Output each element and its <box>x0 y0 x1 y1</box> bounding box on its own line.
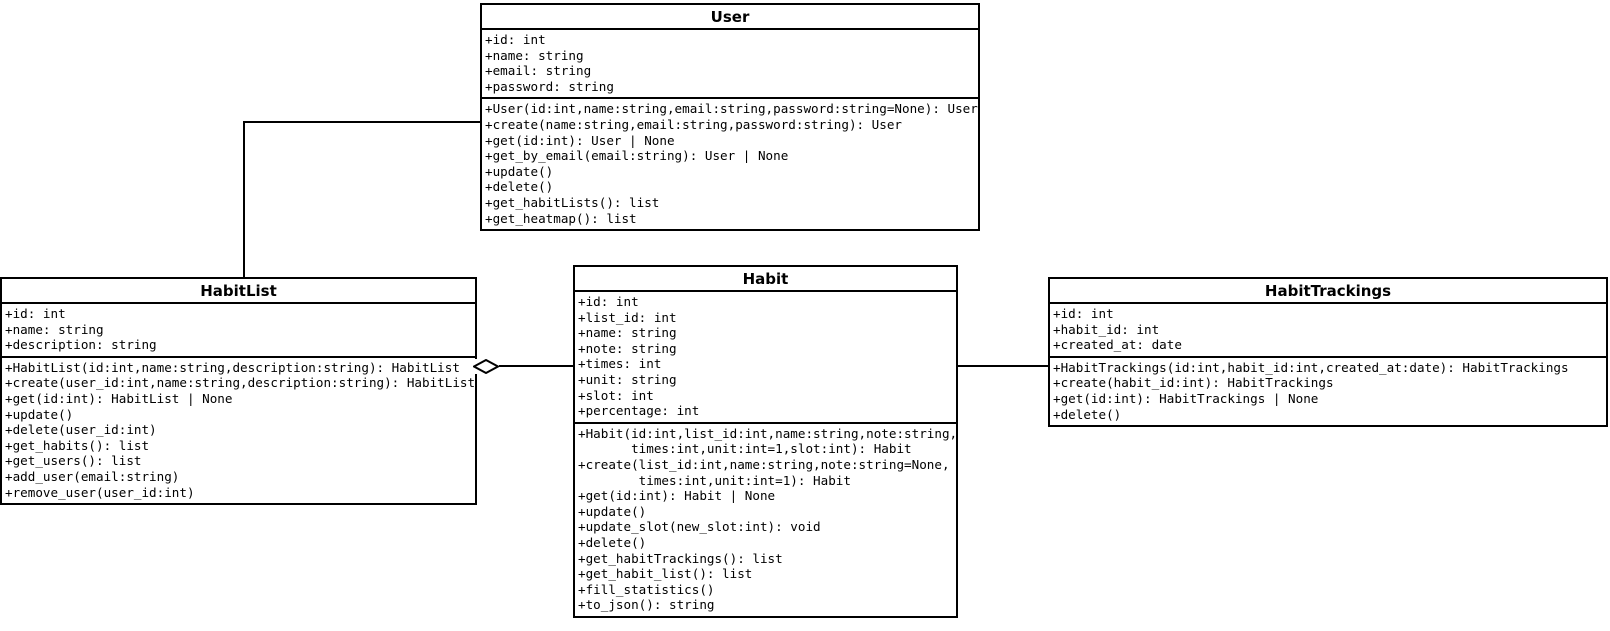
attribute-line: +percentage: int <box>578 403 700 419</box>
class-methods-habit: +Habit(id:int,list_id:int,name:string,no… <box>575 423 958 616</box>
edge-user-habitlist-horizontal <box>243 121 482 123</box>
attribute-line: +password: string <box>485 78 614 94</box>
class-attributes-user: +id: int +name: string +email: string +p… <box>482 30 978 100</box>
class-attributes-habitlist: +id: int +name: string +description: str… <box>2 304 475 358</box>
class-title-habittrackings: HabitTrackings <box>1050 279 1606 304</box>
method-line: +update() <box>578 503 647 519</box>
method-line: +get_by_email(email:string): User | None <box>485 148 789 164</box>
attribute-line: +name: string <box>485 47 584 63</box>
class-attributes-habittrackings: +id: int +habit_id: int +created_at: dat… <box>1050 304 1606 358</box>
method-line-continuation: times:int,unit:int=1,slot:int): Habit <box>578 441 912 457</box>
method-line: +get_habitLists(): list <box>485 194 660 210</box>
method-line: +create(list_id:int,name:string,note:str… <box>578 456 950 472</box>
class-box-habit[interactable]: Habit +id: int +list_id: int +name: stri… <box>573 265 958 618</box>
method-line: +to_json(): string <box>578 597 715 613</box>
class-title-habit: Habit <box>575 267 956 292</box>
attribute-line: +description: string <box>5 337 157 353</box>
method-line: +HabitList(id:int,name:string,descriptio… <box>5 359 460 375</box>
class-box-habittrackings[interactable]: HabitTrackings +id: int +habit_id: int +… <box>1048 277 1608 428</box>
method-line: +create(name:string,email:string,passwor… <box>485 116 903 132</box>
method-line: +update_slot(new_slot:int): void <box>578 519 821 535</box>
method-line: +get(id:int): HabitList | None <box>5 390 233 406</box>
edge-user-habitlist-vertical <box>243 121 245 277</box>
attribute-line: +name: string <box>578 325 677 341</box>
method-line: +create(habit_id:int): HabitTrackings <box>1053 375 1334 391</box>
method-line: +User(id:int,name:string,email:string,pa… <box>485 101 978 117</box>
class-title-habitlist: HabitList <box>2 279 475 304</box>
attribute-line: +email: string <box>485 63 592 79</box>
attribute-line: +unit: string <box>578 371 677 387</box>
method-line: +delete() <box>485 179 554 195</box>
method-line: +update() <box>485 163 554 179</box>
attribute-line: +slot: int <box>578 387 654 403</box>
attribute-line: +note: string <box>578 340 677 356</box>
attribute-line: +habit_id: int <box>1053 321 1160 337</box>
attribute-line: +created_at: date <box>1053 337 1182 353</box>
method-line: +get(id:int): User | None <box>485 132 675 148</box>
method-line: +get_users(): list <box>5 453 142 469</box>
method-line: +delete() <box>1053 406 1122 422</box>
class-box-user[interactable]: User +id: int +name: string +email: stri… <box>480 3 980 232</box>
method-line: +create(user_id:int,name:string,descript… <box>5 375 476 391</box>
method-line: +get(id:int): Habit | None <box>578 488 776 504</box>
method-line: +get_habitTrackings(): list <box>578 550 783 566</box>
edge-habitlist-habit <box>477 365 575 367</box>
class-attributes-habit: +id: int +list_id: int +name: string +no… <box>575 292 956 424</box>
method-line: +add_user(email:string) <box>5 468 180 484</box>
class-methods-habitlist: +HabitList(id:int,name:string,descriptio… <box>2 357 476 504</box>
method-line: +Habit(id:int,list_id:int,name:string,no… <box>578 425 958 441</box>
class-methods-habittrackings: +HabitTrackings(id:int,habit_id:int,crea… <box>1050 357 1606 426</box>
attribute-line: +id: int <box>5 306 66 321</box>
method-line: +delete(user_id:int) <box>5 422 157 438</box>
method-line: +fill_statistics() <box>578 581 715 597</box>
class-methods-user: +User(id:int,name:string,email:string,pa… <box>482 99 978 230</box>
method-line: +HabitTrackings(id:int,habit_id:int,crea… <box>1053 359 1569 375</box>
attribute-line: +id: int <box>578 294 639 309</box>
method-line: +remove_user(user_id:int) <box>5 484 195 500</box>
attribute-line: +list_id: int <box>578 309 677 325</box>
attribute-line: +name: string <box>5 321 104 337</box>
attribute-line: +times: int <box>578 356 662 372</box>
method-line: +get_habits(): list <box>5 437 150 453</box>
attribute-line: +id: int <box>1053 306 1114 321</box>
method-line: +get(id:int): HabitTrackings | None <box>1053 390 1319 406</box>
aggregation-diamond-icon <box>473 359 499 374</box>
method-line: +update() <box>5 406 74 422</box>
attribute-line: +id: int <box>485 32 546 47</box>
method-line-continuation: times:int,unit:int=1): Habit <box>578 472 851 488</box>
method-line: +delete() <box>578 534 647 550</box>
class-box-habitlist[interactable]: HabitList +id: int +name: string +descri… <box>0 277 477 506</box>
edge-habit-habittrackings <box>957 365 1050 367</box>
method-line: +get_heatmap(): list <box>485 210 637 226</box>
class-title-user: User <box>482 5 978 30</box>
method-line: +get_habit_list(): list <box>578 566 753 582</box>
